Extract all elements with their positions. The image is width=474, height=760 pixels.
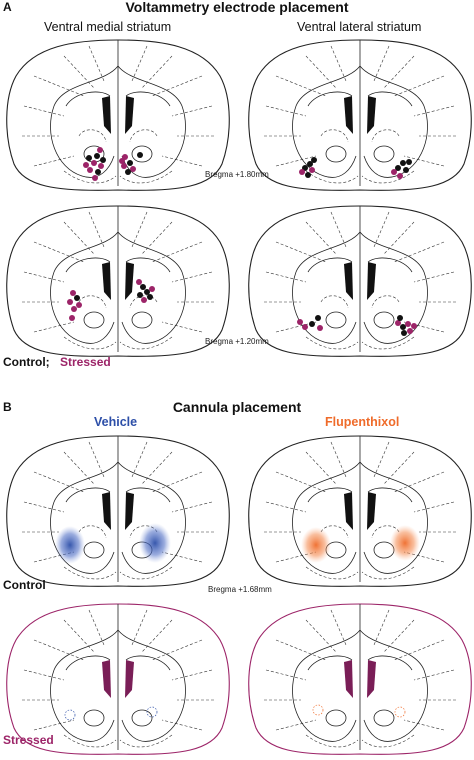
legend-control: Control; — [3, 355, 50, 369]
panel-b-letter: B — [3, 400, 12, 414]
vehicle-spread-right — [139, 523, 171, 563]
col-title-ventral-lateral: Ventral lateral striatum — [297, 20, 422, 34]
stressed-vehicle-marks — [64, 706, 158, 721]
bregma-label-b: Bregma +1.68mm — [208, 585, 272, 594]
panel-b-title: Cannula placement — [172, 399, 302, 415]
legend-stressed: Stressed — [60, 355, 111, 369]
col-title-flupenthixol: Flupenthixol — [325, 415, 400, 429]
col-title-ventral-medial: Ventral medial striatum — [44, 20, 172, 34]
electrode-marks-medial-top — [83, 147, 143, 181]
col-title-vehicle: Vehicle — [94, 415, 138, 429]
electrode-marks-lateral-bottom — [297, 315, 417, 336]
panel-a-title: Voltammetry electrode placement — [125, 0, 349, 15]
flupenthixol-spread-right — [390, 525, 420, 561]
electrode-marks-lateral-top — [299, 157, 412, 179]
electrode-marks-medial-bottom — [67, 279, 155, 321]
row-label-stressed: Stressed — [3, 733, 54, 747]
bregma-label-a-bottom: Bregma +1.20mm — [205, 337, 269, 346]
vehicle-spread-left — [55, 526, 85, 564]
row-label-control: Control — [3, 578, 46, 592]
panel-a-letter: A — [3, 0, 12, 14]
flupenthixol-spread-left — [301, 527, 331, 563]
bregma-label-a-top: Bregma +1.80mm — [205, 170, 269, 179]
stressed-flupenthixol-marks — [312, 704, 406, 718]
